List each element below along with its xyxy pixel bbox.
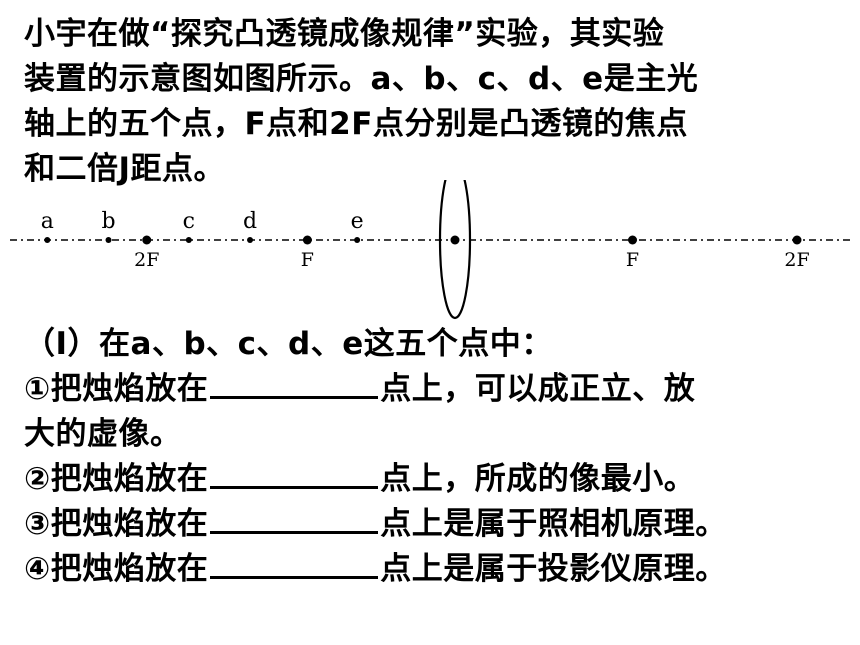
answer-blank-3[interactable] — [210, 503, 379, 534]
point-d-dot — [247, 237, 254, 243]
point-e-dot — [354, 237, 361, 243]
answer-blank-2[interactable] — [210, 458, 379, 489]
intro-line: 和二倍J距点。 — [24, 151, 226, 187]
question-prefix: ④把烛焰放在 — [24, 551, 209, 587]
focal-point-label: 2F — [134, 249, 159, 271]
focal-point-label: F — [301, 249, 314, 271]
question-suffix: 点上，所成的像最小。 — [380, 461, 696, 497]
point-e-label: e — [351, 209, 364, 234]
lens-diagram: a b c d e 2F F F 2F — [10, 180, 850, 320]
point-a-dot — [44, 237, 51, 243]
focal-point-label: 2F — [784, 249, 809, 271]
question-prefix: ①把烛焰放在 — [24, 371, 209, 407]
point-b-dot — [105, 237, 112, 243]
problem-intro: 小宇在做“探究凸透镜成像规律”实验，其实验 装置的示意图如图所示。a、b、c、d… — [24, 12, 844, 192]
focal-point-label: F — [626, 249, 639, 271]
intro-line: 小宇在做“探究凸透镜成像规律”实验，其实验 — [24, 16, 665, 52]
answer-blank-1[interactable] — [210, 368, 379, 399]
intro-line: 装置的示意图如图所示。a、b、c、d、e是主光 — [24, 61, 699, 97]
question-suffix: 点上是属于投影仪原理。 — [380, 551, 727, 587]
question-suffix: 点上，可以成正立、放 — [380, 371, 696, 407]
focal-point-dot — [142, 235, 152, 245]
question-2: ②把烛焰放在 点上，所成的像最小。 — [24, 457, 844, 502]
question-1: ①把烛焰放在 点上，可以成正立、放 — [24, 367, 844, 412]
answer-blank-4[interactable] — [210, 548, 379, 579]
focal-point-dot — [302, 235, 312, 245]
axis-points: a b c d e 2F F F 2F — [41, 209, 810, 271]
intro-line: 轴上的五个点，F点和2F点分别是凸透镜的焦点 — [24, 106, 688, 142]
point-b-label: b — [101, 209, 115, 234]
question-4: ④把烛焰放在 点上是属于投影仪原理。 — [24, 547, 844, 592]
point-c-label: c — [183, 209, 195, 234]
question-prefix: ③把烛焰放在 — [24, 506, 209, 542]
point-c-dot — [185, 237, 192, 243]
question-prefix: ②把烛焰放在 — [24, 461, 209, 497]
point-a-label: a — [41, 209, 54, 234]
point-d-label: d — [243, 209, 257, 234]
questions-section: （I）在a、b、c、d、e这五个点中： ①把烛焰放在 点上，可以成正立、放 大的虚… — [24, 322, 844, 592]
optical-center-dot — [450, 235, 460, 245]
focal-point-dot — [792, 235, 802, 245]
focal-point-dot — [628, 235, 638, 245]
question-1-continuation: 大的虚像。 — [24, 416, 182, 452]
question-suffix: 点上是属于照相机原理。 — [380, 506, 727, 542]
question-3: ③把烛焰放在 点上是属于照相机原理。 — [24, 502, 844, 547]
convex-lens — [438, 180, 472, 320]
questions-header: （I）在a、b、c、d、e这五个点中： — [24, 326, 553, 362]
